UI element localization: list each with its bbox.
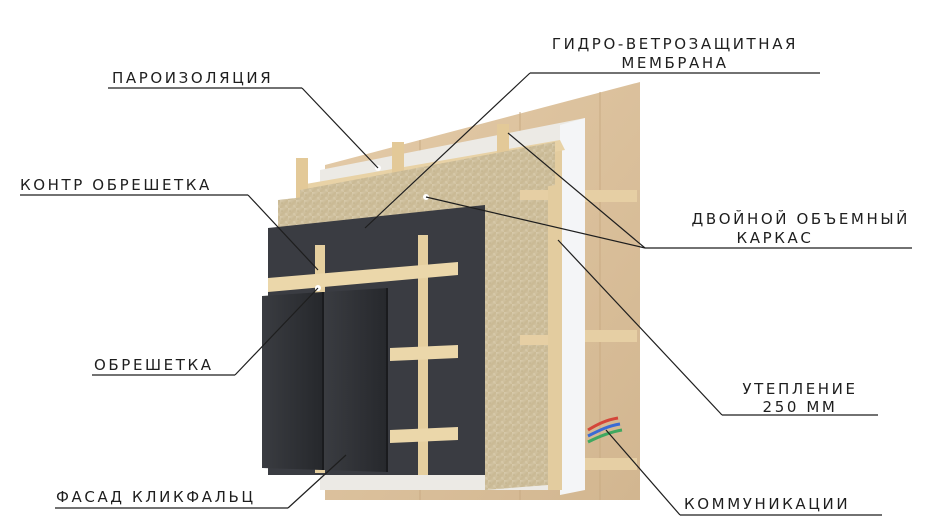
membrane-edge <box>560 118 585 495</box>
insulation-side-stud <box>520 190 548 200</box>
label-batten: ОБРЕШЕТКА <box>94 356 214 374</box>
frame-post <box>585 190 637 202</box>
insulation-side <box>485 168 548 490</box>
label-utilities: КОММУНИКАЦИИ <box>684 495 851 513</box>
label-frame-line2: КАРКАС <box>736 229 814 247</box>
label-insulation-line2: 250 ММ <box>762 398 838 416</box>
utilities-cables <box>587 416 623 444</box>
facade-panel <box>262 292 322 470</box>
label-insulation-line1: УТЕПЛЕНИЕ <box>742 380 858 398</box>
batten <box>390 427 458 443</box>
frame-post <box>585 458 637 470</box>
batten <box>268 262 458 292</box>
label-membrane-line1: ГИДРО-ВЕТРОЗАЩИТНАЯ <box>551 35 799 53</box>
frame-post <box>548 145 562 490</box>
insulation-side-stud <box>520 335 548 345</box>
frame-post <box>585 330 637 342</box>
leader-lines <box>20 72 912 516</box>
label-membrane-line2: МЕМБРАНА <box>621 54 729 72</box>
label-vapor-barrier: ПАРОИЗОЛЯЦИЯ <box>112 69 274 87</box>
label-frame-line1: ДВОЙНОЙ ОБЪЕМНЫЙ <box>691 210 910 228</box>
label-facade: ФАСАД КЛИКФАЛЬЦ <box>56 488 256 506</box>
batten <box>390 345 458 361</box>
label-counter-batten: КОНТР ОБРЕШЕТКА <box>20 176 212 194</box>
facade-panel <box>324 288 388 472</box>
